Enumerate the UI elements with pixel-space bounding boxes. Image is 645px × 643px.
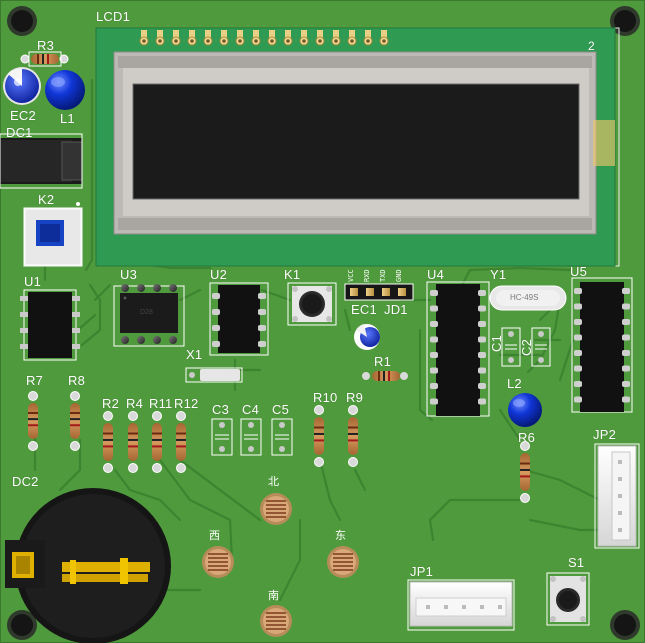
resistor-r1 (362, 371, 408, 381)
button-s1 (546, 572, 590, 626)
resistor-r7 (28, 391, 38, 451)
label-jd1-pin-txd: TXD (379, 269, 387, 282)
label-c1: C1 (489, 334, 504, 352)
photoresistor-north (260, 493, 292, 525)
label-s1: S1 (568, 555, 585, 570)
label-u2: U2 (210, 267, 228, 282)
resistor-r9 (348, 405, 358, 467)
label-compass-west: 西 (209, 529, 220, 542)
label-r1: R1 (374, 354, 392, 369)
label-dc1: DC1 (6, 125, 33, 140)
connector-jp2 (594, 443, 640, 549)
resistor-r11 (152, 411, 162, 473)
label-r12: R12 (174, 396, 199, 411)
button-k1 (287, 282, 337, 326)
photoresistor-west (202, 546, 234, 578)
label-r2: R2 (102, 396, 120, 411)
label-compass-north: 北 (268, 475, 279, 488)
label-r3: R3 (37, 38, 55, 53)
label-r10: R10 (313, 390, 338, 405)
capacitor-ec1 (354, 324, 380, 350)
label-l2: L2 (507, 376, 522, 391)
label-c5: C5 (272, 402, 290, 417)
label-c4: C4 (242, 402, 260, 417)
resistor-r2 (103, 411, 113, 473)
resistor-r8 (70, 391, 80, 451)
ic-u1 (20, 289, 80, 361)
resistor-r3 (20, 51, 69, 67)
label-ec1: EC1 (351, 302, 377, 317)
resistor-r10 (314, 405, 324, 467)
capacitor-ec2 (3, 67, 41, 105)
label-lcd1: LCD1 (96, 9, 131, 24)
label-c2: C2 (519, 338, 534, 356)
label-jd1: JD1 (384, 302, 408, 317)
crystal-x1 (185, 367, 243, 383)
label-r8: R8 (68, 373, 86, 388)
label-x1: X1 (186, 347, 203, 362)
label-u3: U3 (120, 267, 138, 282)
ic-u5 (571, 277, 633, 413)
label-compass-east: 东 (335, 529, 346, 542)
connector-jp1 (407, 579, 515, 631)
ic-u3 (113, 284, 185, 347)
lcd-module (95, 27, 616, 267)
photoresistor-south (260, 605, 292, 637)
label-jd1-pin-rxd: RXD (363, 269, 371, 282)
label-compass-south: 南 (268, 589, 279, 602)
label-u1: U1 (24, 274, 42, 289)
label-r4: R4 (126, 396, 144, 411)
label-r6: R6 (518, 430, 536, 445)
label-jd1-pin-vcc: VCC (347, 269, 355, 282)
label-jp1: JP1 (410, 564, 434, 579)
label-l1: L1 (60, 111, 75, 126)
resistor-r12 (176, 411, 186, 473)
label-u5: U5 (570, 264, 588, 279)
resistor-r6 (520, 441, 530, 503)
label-dc2: DC2 (12, 474, 39, 489)
ic-u4 (426, 281, 490, 417)
label-jd1-pin-gnd: GND (395, 269, 403, 282)
label-lcd-pin2: 2 (588, 39, 595, 53)
capacitor-c4 (240, 418, 262, 456)
label-y1-mark: HC-49S (510, 293, 539, 302)
dc-jack-dc1 (0, 133, 83, 189)
label-u4: U4 (427, 267, 445, 282)
led-l2 (508, 393, 542, 427)
label-ec2: EC2 (10, 108, 36, 123)
header-jd1 (344, 283, 414, 301)
label-y1: Y1 (490, 267, 507, 282)
capacitor-c2 (531, 327, 551, 367)
ic-u2 (209, 282, 269, 356)
mounting-holes (7, 6, 640, 640)
label-k2: K2 (38, 192, 55, 207)
label-jp2: JP2 (593, 427, 617, 442)
label-k1: K1 (284, 267, 301, 282)
label-r9: R9 (346, 390, 364, 405)
label-c3: C3 (212, 402, 230, 417)
resistor-r4 (128, 411, 138, 473)
led-l1 (45, 70, 85, 110)
label-r7: R7 (26, 373, 44, 388)
label-r11: R11 (149, 396, 173, 411)
crystal-y1 (489, 285, 567, 311)
capacitor-c5 (271, 418, 293, 456)
label-u3-mark: D28 (140, 309, 153, 316)
battery-holder-dc2 (5, 488, 171, 643)
switch-k2 (23, 202, 83, 267)
capacitor-c3 (211, 418, 233, 456)
photoresistor-east (327, 546, 359, 578)
capacitor-c1 (501, 327, 521, 367)
